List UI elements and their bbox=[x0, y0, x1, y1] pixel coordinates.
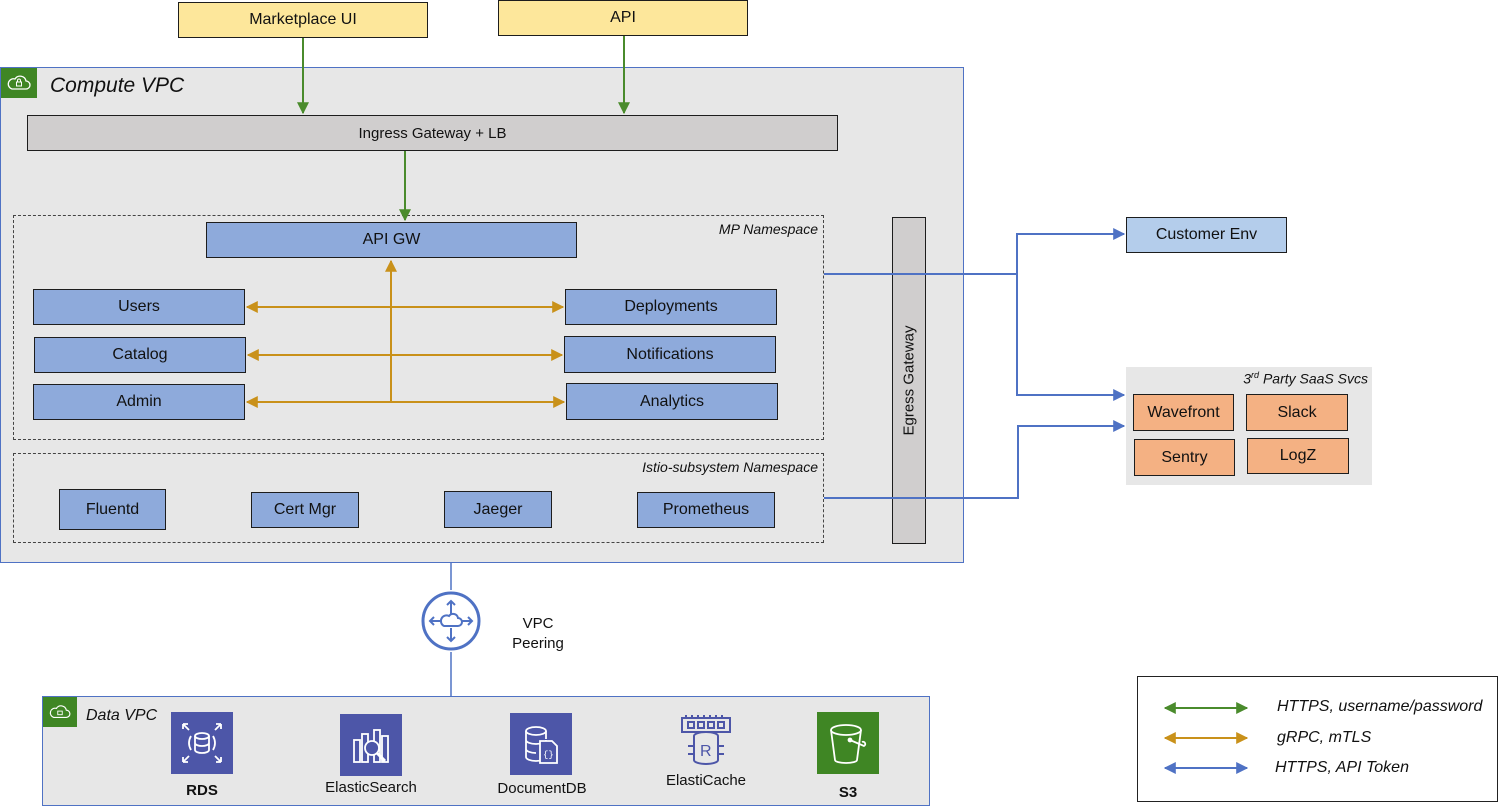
customer-env-box: Customer Env bbox=[1126, 217, 1287, 253]
legend-label-https-password: HTTPS, username/password bbox=[1277, 698, 1483, 715]
mp-namespace-title: MP Namespace bbox=[718, 221, 818, 237]
rds-icon bbox=[171, 712, 233, 774]
saas-title-sup: rd bbox=[1251, 370, 1260, 380]
svg-text:{}: {} bbox=[543, 750, 554, 760]
rds-label: RDS bbox=[186, 782, 218, 799]
vpc-peering-line2: Peering bbox=[512, 635, 564, 652]
users-service-box: Users bbox=[33, 289, 245, 325]
slack-box: Slack bbox=[1246, 394, 1348, 431]
analytics-service-box: Analytics bbox=[566, 383, 778, 420]
mp-namespace bbox=[13, 215, 824, 440]
s3-bucket-icon bbox=[817, 712, 879, 774]
data-vpc-title: Data VPC bbox=[86, 707, 158, 724]
wire-mp-to-saas bbox=[1016, 274, 1126, 401]
fluentd-box: Fluentd bbox=[59, 489, 166, 530]
cert-mgr-box: Cert Mgr bbox=[251, 492, 359, 528]
saas-title-suffix: Party SaaS Svcs bbox=[1259, 370, 1368, 387]
saas-group-title: 3rd Party SaaS Svcs bbox=[1130, 370, 1368, 387]
egress-gateway-box: Egress Gateway bbox=[892, 217, 926, 544]
elasticache-icon: R bbox=[675, 711, 737, 773]
data-vpc-cloud-lock-icon bbox=[43, 697, 77, 727]
compute-vpc-title: Compute VPC bbox=[50, 74, 185, 97]
deployments-service-box: Deployments bbox=[565, 289, 777, 325]
egress-gateway-label: Egress Gateway bbox=[900, 325, 918, 436]
documentdb-label: DocumentDB bbox=[497, 780, 587, 797]
catalog-service-box: Catalog bbox=[34, 337, 246, 373]
vpc-peering-line1: VPC bbox=[522, 615, 554, 632]
elasticsearch-label: ElasticSearch bbox=[325, 779, 417, 796]
vpc-peering-icon bbox=[420, 590, 482, 652]
ingress-gateway-box: Ingress Gateway + LB bbox=[27, 115, 838, 151]
logz-box: LogZ bbox=[1247, 438, 1349, 474]
api-gw-box: API GW bbox=[206, 222, 577, 258]
sentry-box: Sentry bbox=[1134, 439, 1235, 476]
saas-title-prefix: 3 bbox=[1243, 370, 1252, 387]
legend-label-api-token: HTTPS, API Token bbox=[1275, 759, 1409, 776]
elasticsearch-icon bbox=[340, 714, 402, 776]
marketplace-ui-box: Marketplace UI bbox=[178, 2, 428, 38]
admin-service-box: Admin bbox=[33, 384, 245, 420]
legend-label-grpc: gRPC, mTLS bbox=[1277, 729, 1372, 746]
istio-namespace-title: Istio-subsystem Namespace bbox=[642, 459, 818, 475]
vpc-cloud-lock-icon bbox=[1, 68, 37, 98]
prometheus-box: Prometheus bbox=[637, 492, 775, 528]
istio-namespace bbox=[13, 453, 824, 543]
elasticache-label: ElastiCache bbox=[665, 772, 747, 789]
svg-text:R: R bbox=[700, 743, 712, 760]
jaeger-box: Jaeger bbox=[444, 491, 552, 528]
api-box: API bbox=[498, 0, 748, 36]
s3-label: S3 bbox=[838, 784, 858, 801]
wavefront-box: Wavefront bbox=[1133, 394, 1234, 431]
vpc-peering-label: VPC Peering bbox=[508, 614, 568, 654]
notifications-service-box: Notifications bbox=[564, 336, 776, 373]
documentdb-icon: {} bbox=[510, 713, 572, 775]
